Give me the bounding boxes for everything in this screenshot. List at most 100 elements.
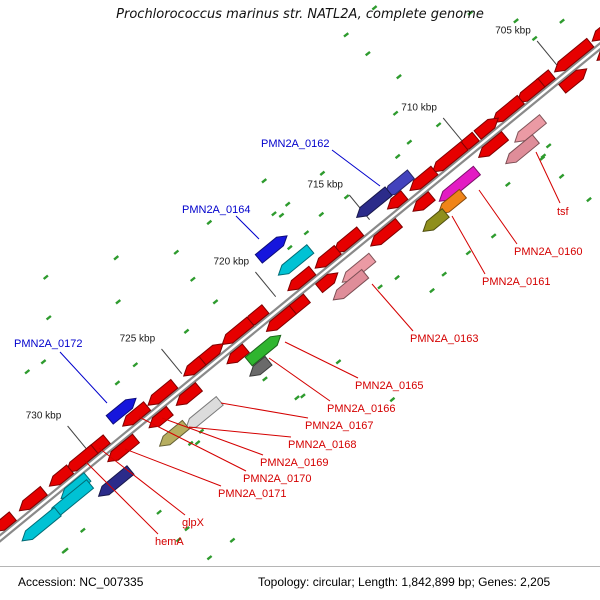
gene-arrow[interactable] [477, 130, 510, 159]
minor-feature-tick [429, 287, 435, 294]
minor-feature-tick [467, 10, 474, 16]
minor-feature-tick [261, 178, 268, 184]
minor-feature-tick [271, 211, 277, 217]
gene-arrow[interactable] [277, 243, 315, 276]
gene-arrow[interactable] [0, 511, 18, 532]
gene-arrow[interactable] [221, 316, 255, 346]
gene-arrow[interactable] [332, 268, 370, 301]
gene-arrow[interactable] [265, 304, 298, 333]
gene-arrow[interactable] [596, 38, 600, 62]
gene-arrow-tsf[interactable] [514, 113, 548, 143]
minor-feature-tick [61, 548, 68, 555]
axis-tick-label: 715 kbp [307, 179, 343, 190]
gene-label-PMN2A_0160[interactable]: PMN2A_0160 [514, 246, 583, 258]
gene-arrow-PMN2A_0169[interactable] [148, 405, 174, 429]
gene-arrow[interactable] [48, 464, 75, 487]
gene-arrow[interactable] [314, 272, 339, 294]
gene-label-PMN2A_0166[interactable]: PMN2A_0166 [327, 403, 396, 415]
axis-tick-label: 725 kbp [120, 333, 156, 344]
gene-label-PMN2A_0163[interactable]: PMN2A_0163 [410, 333, 479, 345]
gene-label-glpX[interactable]: glpX [182, 517, 205, 529]
gene-arrow-PMN2A_0164[interactable] [254, 235, 288, 264]
minor-feature-tick [284, 201, 291, 207]
gene-label-PMN2A_0170[interactable]: PMN2A_0170 [243, 473, 312, 485]
minor-feature-tick [539, 155, 546, 161]
gene-label-PMN2A_0172[interactable]: PMN2A_0172 [14, 338, 83, 350]
gene-arrow-PMN2A_0172[interactable] [105, 397, 137, 425]
gene-label-PMN2A_0165[interactable]: PMN2A_0165 [355, 380, 424, 392]
gene-label-hemA[interactable]: hemA [155, 536, 184, 548]
gene-label-PMN2A_0168[interactable]: PMN2A_0168 [288, 439, 357, 451]
gene-label-PMN2A_0164[interactable]: PMN2A_0164 [182, 204, 251, 216]
gene-arrow[interactable] [287, 265, 317, 292]
axis-tick-label: 705 kbp [495, 25, 531, 36]
gene-arrow[interactable] [175, 381, 204, 407]
gene-arrow-PMN2A_0165[interactable] [244, 334, 282, 367]
axis-tick-label: 720 kbp [214, 256, 250, 267]
label-leader-line [535, 151, 561, 204]
gene-arrow[interactable] [431, 140, 469, 173]
minor-feature-tick [229, 537, 236, 544]
minor-feature-tick [24, 369, 31, 375]
axis-tick-label: 710 kbp [401, 102, 437, 113]
label-leader-line [235, 215, 260, 240]
minor-feature-tick [318, 211, 325, 218]
minor-feature-tick [392, 110, 399, 116]
gene-label-PMN2A_0171[interactable]: PMN2A_0171 [218, 488, 287, 500]
gene-arrow-PMN2A_0167[interactable] [185, 395, 224, 430]
gene-arrow[interactable] [409, 165, 439, 192]
gene-arrow[interactable] [386, 190, 409, 210]
minor-ticks-layer [24, 5, 600, 561]
minor-feature-tick [115, 299, 122, 305]
map-title: Prochlorococcus marinus str. NATL2A, com… [116, 7, 484, 22]
axis-tick [442, 117, 464, 144]
gene-arrow[interactable] [369, 217, 404, 247]
gene-arrow[interactable] [591, 14, 600, 42]
minor-feature-tick [394, 274, 400, 281]
minor-feature-tick [335, 359, 342, 365]
gene-arrow-PMN2A_0168[interactable] [158, 419, 191, 447]
genome-summary-text: Topology: circular; Length: 1,842,899 bp… [258, 575, 551, 589]
minor-feature-tick [183, 328, 190, 335]
gene-arrow-PMN2A_0166[interactable] [249, 355, 273, 377]
gene-label-tsf[interactable]: tsf [557, 206, 570, 218]
minor-feature-tick [504, 181, 511, 188]
gene-arrow[interactable] [553, 37, 595, 73]
minor-feature-tick [394, 153, 401, 160]
gene-arrow[interactable] [18, 485, 49, 512]
gene-label-PMN2A_0161[interactable]: PMN2A_0161 [482, 276, 551, 288]
gene-arrow-PMN2A_0162[interactable] [355, 186, 393, 219]
gene-arrow-PMN2A_0171[interactable] [107, 433, 141, 463]
axis-tick [67, 425, 89, 452]
axis-tick [161, 348, 183, 375]
minor-feature-tick [364, 50, 371, 57]
gene-arrow[interactable] [491, 94, 526, 124]
gene-arrow[interactable] [21, 506, 62, 542]
status-bar: Accession: NC_007335 Topology: circular;… [0, 566, 600, 600]
gene-arrow[interactable] [97, 465, 135, 497]
gene-label-PMN2A_0162[interactable]: PMN2A_0162 [261, 138, 330, 150]
gene-arrow-PMN2A_0161[interactable] [422, 207, 450, 233]
gene-arrow[interactable] [314, 244, 342, 269]
gene-label-PMN2A_0167[interactable]: PMN2A_0167 [305, 420, 374, 432]
gene-arrow-PMN2A_0160[interactable] [438, 165, 482, 202]
gene-arrow-PMN2A_0170[interactable] [121, 401, 152, 427]
gene-arrow[interactable] [182, 355, 207, 377]
gene-arrow[interactable] [505, 133, 541, 165]
minor-feature-tick [441, 271, 448, 277]
minor-feature-tick [206, 219, 213, 226]
gene-label-PMN2A_0169[interactable]: PMN2A_0169 [260, 457, 329, 469]
gene-arrow[interactable] [473, 117, 500, 141]
label-leader-line [138, 416, 247, 472]
gene-arrow[interactable] [226, 343, 251, 365]
gene-arrow[interactable] [412, 190, 436, 212]
minor-feature-tick [132, 362, 139, 368]
minor-feature-tick [371, 5, 378, 11]
leader-lines-layer [59, 149, 561, 535]
gene-arrow[interactable] [558, 68, 588, 94]
label-leader-line [83, 459, 159, 535]
gene-arrow[interactable] [147, 378, 179, 406]
